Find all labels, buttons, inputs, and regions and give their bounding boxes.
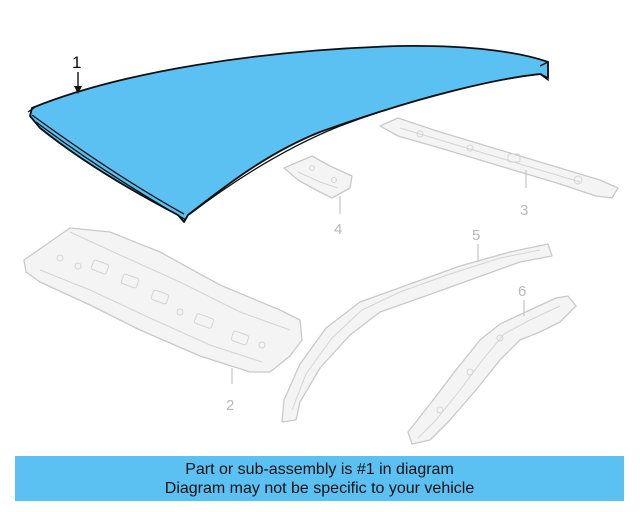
banner-line-2: Diagram may not be specific to your vehi… bbox=[164, 480, 475, 497]
rear-header-panel[interactable] bbox=[379, 117, 619, 199]
banner-line-1: Part or sub-assembly is #1 in diagram bbox=[185, 461, 454, 478]
pillar-reinforcement[interactable] bbox=[407, 295, 577, 445]
info-banner: Part or sub-assembly is #1 in diagram Di… bbox=[15, 456, 624, 501]
front-header-panel[interactable] bbox=[23, 227, 303, 384]
callout-4: 4 bbox=[334, 221, 342, 238]
callout-1: 1 bbox=[72, 53, 81, 72]
callout-2: 2 bbox=[226, 397, 234, 414]
callout-3: 3 bbox=[520, 202, 528, 219]
callout-5: 5 bbox=[472, 227, 480, 244]
roof-panel[interactable] bbox=[27, 45, 549, 223]
roof-bracket[interactable] bbox=[283, 155, 353, 214]
roof-side-rail[interactable] bbox=[281, 243, 553, 423]
callout-6: 6 bbox=[518, 283, 526, 300]
leader-1-arrow bbox=[74, 86, 82, 94]
parts-diagram: 1 2 3 4 5 6 bbox=[23, 45, 619, 445]
